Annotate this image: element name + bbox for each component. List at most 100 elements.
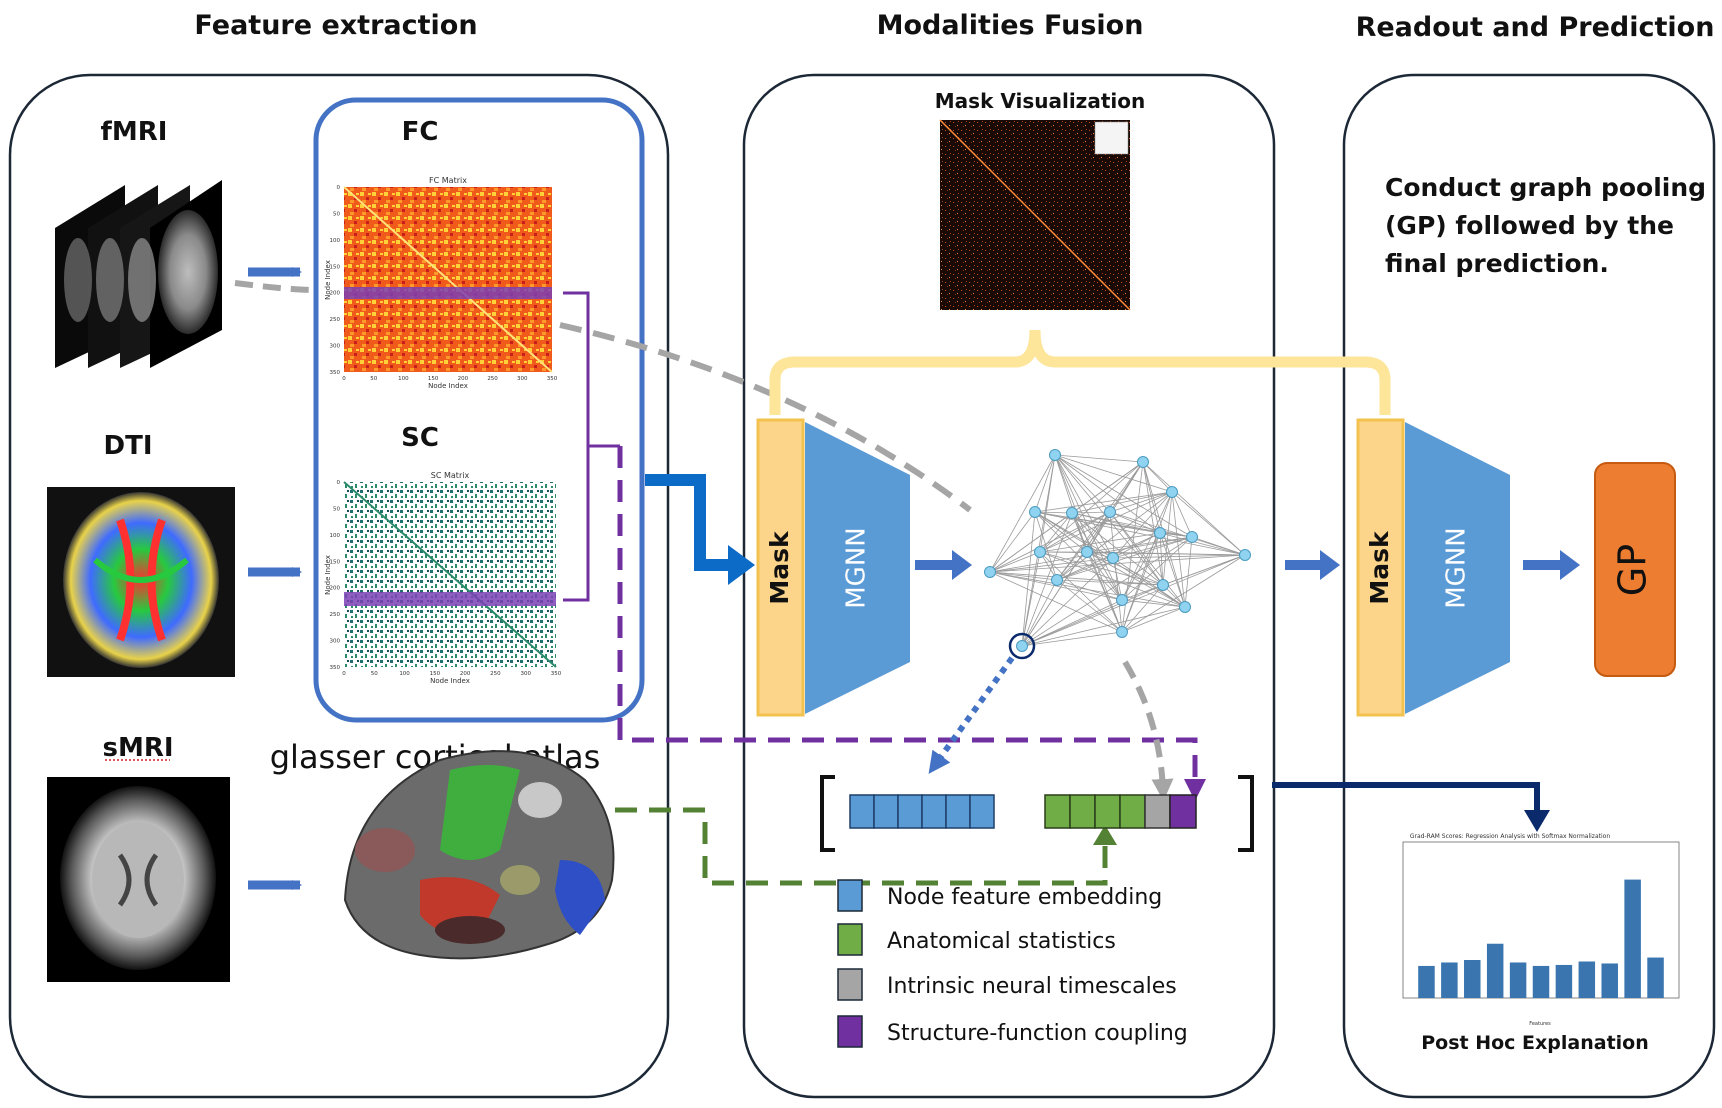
graph-edge <box>1021 511 1111 647</box>
graph-edge <box>1056 557 1114 581</box>
timescale-gray-dashed-arrow <box>1122 660 1174 801</box>
graph-edge <box>1142 461 1173 493</box>
tick-label-y: 300 <box>330 639 341 645</box>
tick-label-y: 300 <box>330 344 341 350</box>
fc-to-graph-gray-dashed-link <box>559 322 972 513</box>
input-arrows <box>248 267 302 890</box>
tick-label-x: 250 <box>487 376 498 382</box>
post-hoc-arrow <box>1272 782 1540 815</box>
graph-edge <box>1112 557 1186 608</box>
anatomical-stat-cell <box>1069 794 1096 829</box>
graph-edge <box>1121 606 1186 633</box>
graph-edge <box>989 557 1114 573</box>
sc-label: SC <box>401 423 439 453</box>
graph-edge <box>1034 454 1056 513</box>
graph-edge <box>989 571 1164 586</box>
anatomical-stat-cell <box>1094 794 1121 829</box>
fusion-input-arrow <box>645 474 735 571</box>
graph-edge <box>1021 557 1114 647</box>
chart-bar <box>1601 963 1618 998</box>
tick-label-x: 0 <box>342 376 346 382</box>
fusion-mask-block <box>756 418 805 717</box>
graph-edge <box>1034 511 1058 581</box>
graph-edge <box>989 554 1246 573</box>
chart-bar <box>1532 965 1550 998</box>
fc-axis-label: Node Index <box>428 382 468 390</box>
tick-label-y: 0 <box>337 185 341 191</box>
readout-text-line-3: final prediction. <box>1385 249 1609 278</box>
chart-bar <box>1509 962 1527 998</box>
chart-bar <box>1441 962 1458 998</box>
graph-edge <box>1056 579 1164 586</box>
graph-edge <box>1039 512 1073 553</box>
graph-node <box>1081 546 1093 558</box>
fc-label: FC <box>402 117 439 147</box>
graph-edge <box>1034 511 1123 601</box>
graph-edge <box>1021 584 1164 647</box>
legend-label: Anatomical statistics <box>887 929 1116 954</box>
mask-viz-label: Mask Visualization <box>935 89 1145 113</box>
graph-edge <box>1109 491 1173 513</box>
graph-edge <box>1121 554 1246 633</box>
graph-edge <box>989 512 1073 573</box>
tick-label-x: 300 <box>517 376 528 382</box>
tick-label-y: 350 <box>330 370 341 376</box>
fusion-mgnn-label: MGNN <box>842 527 872 608</box>
graph-edge <box>1056 536 1193 581</box>
tick-label-y: 350 <box>330 665 341 671</box>
graph-edge <box>989 511 1111 573</box>
graph-edge <box>1142 461 1246 556</box>
graph-node <box>1066 507 1078 519</box>
chart-title: Grad-RAM Scores: Regression Analysis wit… <box>1410 833 1610 840</box>
tick-label-y: 250 <box>330 317 341 323</box>
purple-bracket <box>563 291 620 602</box>
graph-edge <box>1021 599 1123 647</box>
legend-swatch <box>837 1015 863 1048</box>
legend-label: Structure-function coupling <box>887 1021 1188 1046</box>
tick-label-x: 200 <box>460 671 471 677</box>
graph-edge <box>1159 532 1186 608</box>
fc-matrix-title: FC Matrix <box>429 176 467 185</box>
graph-edge <box>1086 511 1111 553</box>
coupling-purple-dashed-path <box>617 446 1206 801</box>
mask-viz-legend <box>1094 121 1129 155</box>
tick-label-x: 50 <box>370 376 377 382</box>
graph-node <box>1137 456 1149 468</box>
graph-edge <box>1039 551 1186 608</box>
graph-node <box>1166 486 1178 498</box>
chart-bar <box>1555 964 1573 998</box>
tick-label-x: 250 <box>490 671 501 677</box>
readout-mgnn-label: MGNN <box>1442 527 1472 608</box>
fmri-gray-dashed-link <box>234 280 317 293</box>
graph-edge <box>1039 551 1164 586</box>
graph-edge <box>1054 454 1123 601</box>
graph-edge <box>1034 491 1173 513</box>
graph-edge <box>1034 511 1073 514</box>
graph-node <box>1154 527 1166 539</box>
chart-bar <box>1647 957 1664 998</box>
tick-label-x: 200 <box>458 376 469 382</box>
feature-extraction-panel <box>8 73 670 1099</box>
graph-edge <box>1086 551 1123 633</box>
anatomical-stat-cell <box>1044 794 1071 829</box>
tick-label-y: 100 <box>330 533 341 539</box>
tick-label-x: 150 <box>428 376 439 382</box>
graph-edge <box>1121 491 1173 601</box>
anatomical-stat-cell <box>1119 794 1146 829</box>
legend-label: Node feature embedding <box>887 885 1162 910</box>
post-hoc-label: Post Hoc Explanation <box>1421 1032 1649 1054</box>
fc-matrix-diagonal <box>343 186 553 373</box>
graph-edge <box>1086 461 1144 553</box>
fc-highlight-row <box>344 287 552 299</box>
graph-edge <box>1039 491 1173 553</box>
node-embedding-cell <box>849 794 875 829</box>
graph-edge <box>1109 511 1186 608</box>
graph-edge <box>1021 536 1193 647</box>
graph-edge <box>989 571 1186 608</box>
vector-bracket-left <box>820 775 835 852</box>
tick-label-y: 200 <box>330 586 341 592</box>
node-embedding-cell <box>969 794 995 829</box>
graph-node <box>1051 574 1063 586</box>
chart-bar <box>1486 943 1504 998</box>
